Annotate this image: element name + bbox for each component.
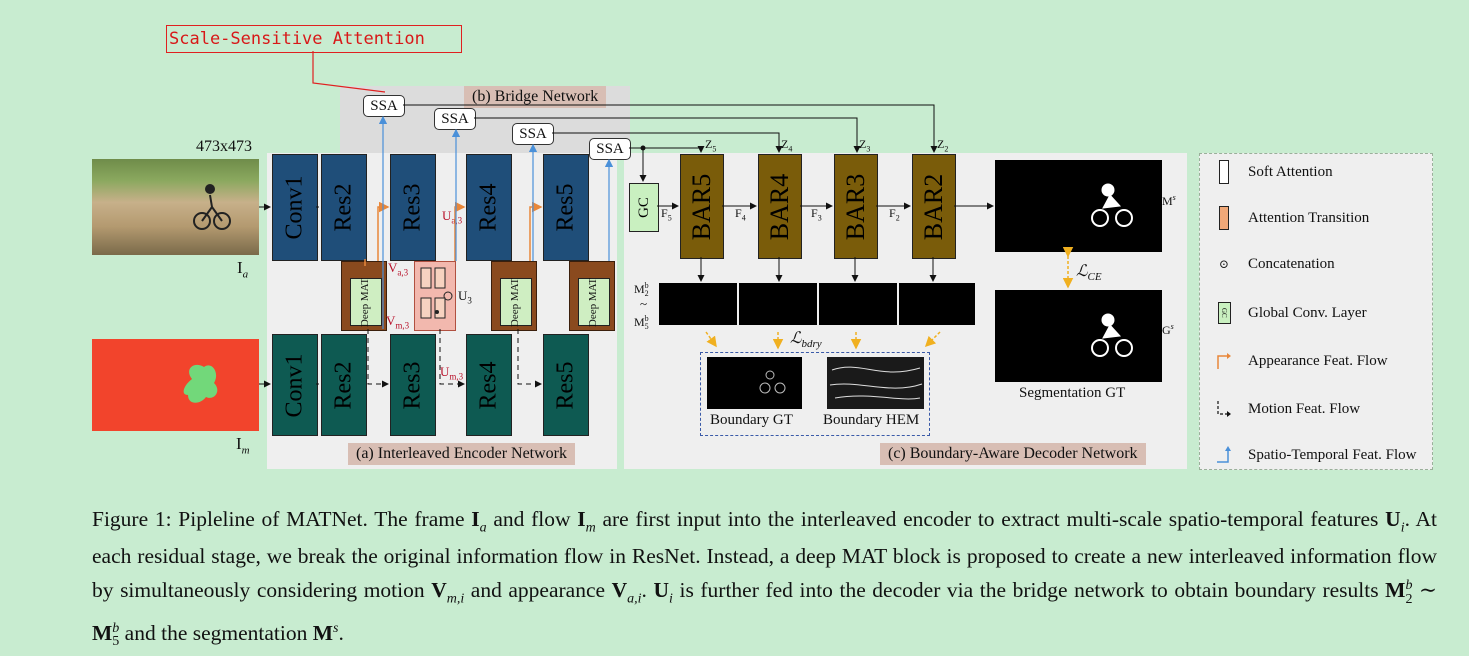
f4-label: F4 bbox=[735, 206, 746, 223]
boundary-gt-image bbox=[707, 357, 802, 409]
legend-item-spatio-temporal-flow: Spatio-Temporal Feat. Flow bbox=[1214, 446, 1417, 464]
segmentation-output-image bbox=[995, 160, 1162, 252]
f2-label: F2 bbox=[889, 206, 900, 223]
legend-item-soft-attention: Soft Attention bbox=[1214, 160, 1333, 184]
attention-transition-icon bbox=[1214, 206, 1234, 230]
motion-res4-block: Res4 bbox=[466, 334, 512, 436]
loss-ce-label: ℒCE bbox=[1076, 263, 1102, 284]
u-a3-label: Ua,3 bbox=[442, 208, 463, 226]
flow-blob-icon bbox=[183, 364, 218, 403]
boundary-map-3 bbox=[819, 283, 897, 325]
appearance-res3-block: Res3 bbox=[390, 154, 436, 261]
mat-internal-icon bbox=[420, 267, 453, 319]
v-m3-label: Vm,3 bbox=[386, 313, 410, 331]
global-conv-icon: GC bbox=[1214, 302, 1234, 324]
deep-mat-block-5: Deep MAT bbox=[569, 261, 615, 331]
legend-item-attention-transition: Attention Transition bbox=[1214, 206, 1369, 230]
spatio-temporal-flow-icon bbox=[1214, 446, 1234, 464]
bridge-network-label: (b) Bridge Network bbox=[464, 86, 607, 108]
u-m3-label: Um,3 bbox=[440, 364, 464, 382]
f5-label: F5 bbox=[661, 206, 672, 223]
boundary-hem-label: Boundary HEM bbox=[823, 412, 920, 428]
appearance-input-label: Ia bbox=[237, 258, 249, 281]
input-size-label: 473x473 bbox=[196, 138, 252, 155]
motion-res5-block: Res5 bbox=[543, 334, 589, 436]
appearance-frame-image bbox=[92, 159, 259, 255]
legend-item-global-conv: GC Global Conv. Layer bbox=[1214, 302, 1367, 324]
global-conv-block: GC bbox=[629, 183, 659, 232]
encoder-network-label: (a) Interleaved Encoder Network bbox=[348, 443, 575, 465]
legend-item-motion-flow: Motion Feat. Flow bbox=[1214, 400, 1360, 418]
mb2-label: Mb2 bbox=[634, 281, 649, 299]
decoder-network-label: (c) Boundary-Aware Decoder Network bbox=[880, 443, 1146, 465]
appearance-flow-icon bbox=[1214, 352, 1234, 370]
motion-res2-block: Res2 bbox=[321, 334, 367, 436]
optical-flow-image bbox=[92, 339, 259, 431]
boundary-hem-image bbox=[827, 357, 924, 409]
deep-mat-block-3 bbox=[414, 261, 456, 331]
bmx-rider-icon bbox=[193, 184, 231, 230]
mb5-label: Mb5 bbox=[634, 314, 649, 332]
z2-label: Z2 bbox=[937, 137, 949, 154]
appearance-conv1-block: Conv1 bbox=[272, 154, 318, 261]
segmentation-gt-image bbox=[995, 290, 1162, 382]
f3-label: F3 bbox=[811, 206, 822, 223]
motion-res3-block: Res3 bbox=[390, 334, 436, 436]
z5-label: Z5 bbox=[705, 137, 717, 154]
soft-attention-icon bbox=[1214, 160, 1234, 184]
legend: Soft Attention Attention Transition ⊙ Co… bbox=[1199, 153, 1433, 470]
boundary-map-4 bbox=[739, 283, 817, 325]
loss-bdry-label: ℒbdry bbox=[790, 330, 822, 351]
u3-label: U3 bbox=[458, 288, 472, 306]
segmentation-gt-label: Segmentation GT bbox=[1019, 385, 1126, 401]
motion-conv1-block: Conv1 bbox=[272, 334, 318, 436]
legend-item-concatenation: ⊙ Concatenation bbox=[1214, 256, 1335, 273]
ms-label: Ms bbox=[1162, 193, 1176, 208]
concatenation-icon: ⊙ bbox=[1218, 257, 1230, 271]
motion-input-label: Im bbox=[236, 434, 250, 457]
z4-label: Z4 bbox=[781, 137, 793, 154]
scale-sensitive-attention-callout: Scale-Sensitive Attention bbox=[166, 25, 462, 53]
appearance-res5-block: Res5 bbox=[543, 154, 589, 261]
ssa-block-2: SSA bbox=[363, 95, 405, 117]
deep-mat-block-2: Deep MAT bbox=[341, 261, 387, 331]
boundary-supervision-box bbox=[700, 352, 930, 436]
v-a3-label: Va,3 bbox=[388, 260, 409, 278]
boundary-map-2 bbox=[899, 283, 975, 325]
bar5-block: BAR5 bbox=[680, 154, 724, 259]
boundary-map-5 bbox=[659, 283, 737, 325]
z3-label: Z3 bbox=[859, 137, 871, 154]
motion-flow-icon bbox=[1214, 400, 1234, 418]
deep-mat-block-4: Deep MAT bbox=[491, 261, 537, 331]
figure-caption: Figure 1: Pipleline of MATNet. The frame… bbox=[92, 507, 1438, 650]
appearance-res4-block: Res4 bbox=[466, 154, 512, 261]
tilde-label: ~ bbox=[640, 296, 648, 311]
appearance-res2-block: Res2 bbox=[321, 154, 367, 261]
legend-item-appearance-flow: Appearance Feat. Flow bbox=[1214, 352, 1388, 370]
boundary-gt-label: Boundary GT bbox=[710, 412, 793, 428]
gs-label: Gs bbox=[1162, 322, 1174, 337]
